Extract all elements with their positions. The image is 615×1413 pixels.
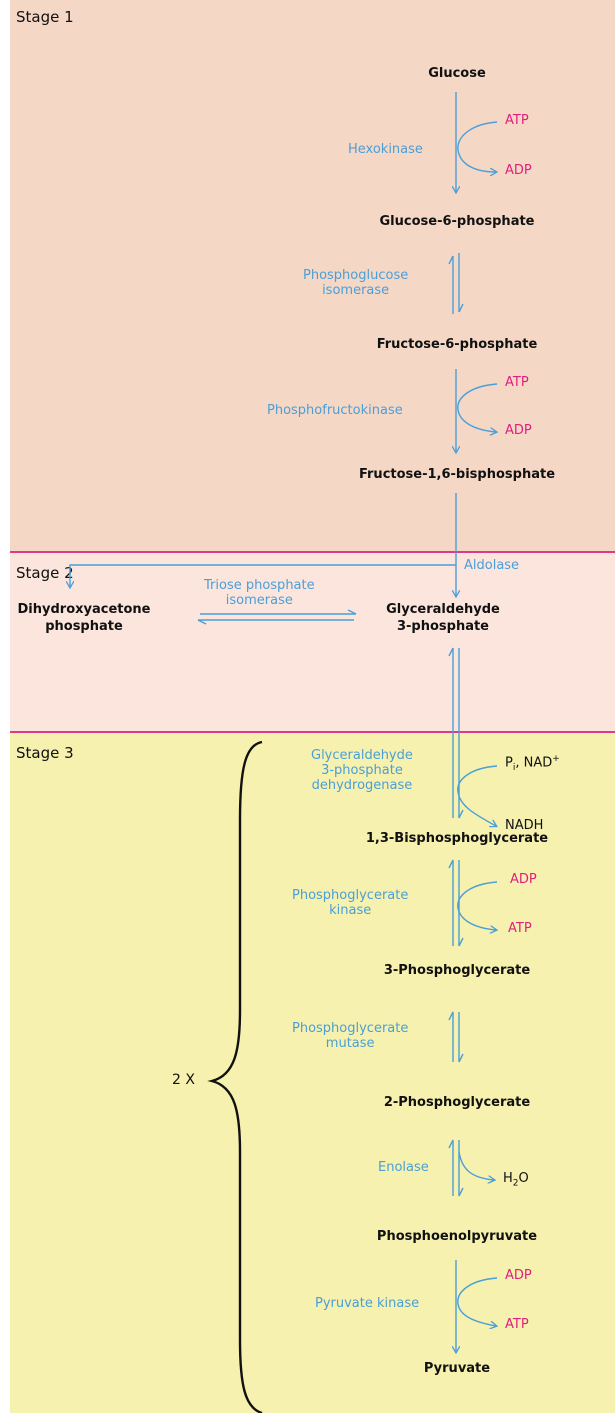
cofactor-adp-in-pk: ADP: [505, 1268, 532, 1283]
stage-1-label: Stage 1: [16, 8, 74, 26]
enolase-reverse-head: [448, 1139, 454, 1149]
enzyme-phosphofructokinase: Phosphofructokinase: [267, 403, 403, 418]
metabolite-pyruvate: Pyruvate: [423, 1361, 491, 1376]
enolase-forward-head: [458, 1187, 464, 1197]
pgk-reverse-head: [448, 859, 454, 869]
stage-divider-1: [10, 551, 615, 553]
cofactor-h2o-out-enolase: H2O: [503, 1171, 529, 1189]
pk-curve: [457, 1277, 497, 1326]
metabolite-glucose-6-phosphate: Glucose-6-phosphate: [379, 214, 535, 229]
pgk-curve: [457, 881, 497, 930]
metabolite-fructose-6-phosphate: Fructose-6-phosphate: [376, 337, 538, 352]
stage-3-label: Stage 3: [16, 744, 74, 762]
enzyme-enolase: Enolase: [378, 1160, 429, 1175]
cofactor-atp-in-pfk: ATP: [505, 375, 529, 390]
gapdh-forward-head: [458, 809, 464, 819]
tpi-forward-head: [347, 609, 357, 615]
enzyme-phosphoglucose-isomerase: Phosphoglucose isomerase: [303, 268, 409, 298]
enzyme-hexokinase: Hexokinase: [348, 142, 423, 157]
gapdh-reverse-head: [448, 647, 454, 657]
stage-3-panel: [10, 732, 615, 1413]
pgm-reverse-head: [448, 1011, 454, 1021]
cofactor-pi-nad-in-gapdh: Pi, NAD+: [505, 754, 560, 773]
stage-divider-2: [10, 731, 615, 733]
tpi-reverse-head: [197, 619, 207, 625]
cofactor-atp-in-hexokinase: ATP: [505, 113, 529, 128]
cofactor-adp-in-pgk: ADP: [510, 872, 537, 887]
enzyme-triose-phosphate-isomerase: Triose phosphate isomerase: [204, 578, 315, 608]
metabolite-glyceraldehyde-3-phosphate: Glyceraldehyde 3-phosphate: [386, 602, 500, 634]
pfk-curve: [457, 383, 497, 432]
cofactor-adp-out-pfk: ADP: [505, 423, 532, 438]
enolase-curve: [458, 1151, 494, 1180]
stage-1-panel: [10, 0, 615, 552]
multiplier-brace: [207, 740, 263, 1413]
multiplier-label: 2 X: [172, 1072, 195, 1088]
aldolase-arrow-branch: [70, 564, 456, 587]
gapdh-curve: [457, 765, 497, 826]
metabolite-1-3-bisphosphoglycerate: 1,3-Bisphosphoglycerate: [365, 831, 549, 846]
pgi-reverse-head: [448, 255, 454, 265]
cofactor-adp-out-hexokinase: ADP: [505, 163, 532, 178]
hexokinase-curve: [457, 121, 497, 172]
enzyme-phosphoglycerate-mutase: Phosphoglycerate mutase: [292, 1021, 409, 1051]
metabolite-glucose: Glucose: [428, 66, 486, 81]
enzyme-aldolase: Aldolase: [464, 558, 520, 573]
pgk-forward-head: [458, 937, 464, 947]
stage-2-label: Stage 2: [16, 564, 74, 582]
cofactor-nadh-out-gapdh: NADH: [505, 818, 544, 833]
pgi-forward-head: [458, 303, 464, 313]
cofactor-atp-out-pgk: ATP: [508, 921, 532, 936]
metabolite-fructose-1-6-bisphosphate: Fructose-1,6-bisphosphate: [358, 467, 556, 482]
metabolite-3-phosphoglycerate: 3-Phosphoglycerate: [383, 963, 531, 978]
metabolite-dihydroxyacetone-phosphate: Dihydroxyacetone phosphate: [17, 602, 151, 634]
metabolite-phosphoenolpyruvate: Phosphoenolpyruvate: [376, 1229, 538, 1244]
cofactor-atp-out-pk: ATP: [505, 1317, 529, 1332]
pgm-forward-head: [458, 1053, 464, 1063]
metabolite-2-phosphoglycerate: 2-Phosphoglycerate: [383, 1095, 531, 1110]
enzyme-phosphoglycerate-kinase: Phosphoglycerate kinase: [292, 888, 409, 918]
enzyme-glyceraldehyde-3-phosphate-dehydrogenase: Glyceraldehyde 3-phosphate dehydrogenase: [311, 748, 413, 793]
stage-2-panel: [10, 552, 615, 732]
enzyme-pyruvate-kinase: Pyruvate kinase: [315, 1296, 420, 1311]
